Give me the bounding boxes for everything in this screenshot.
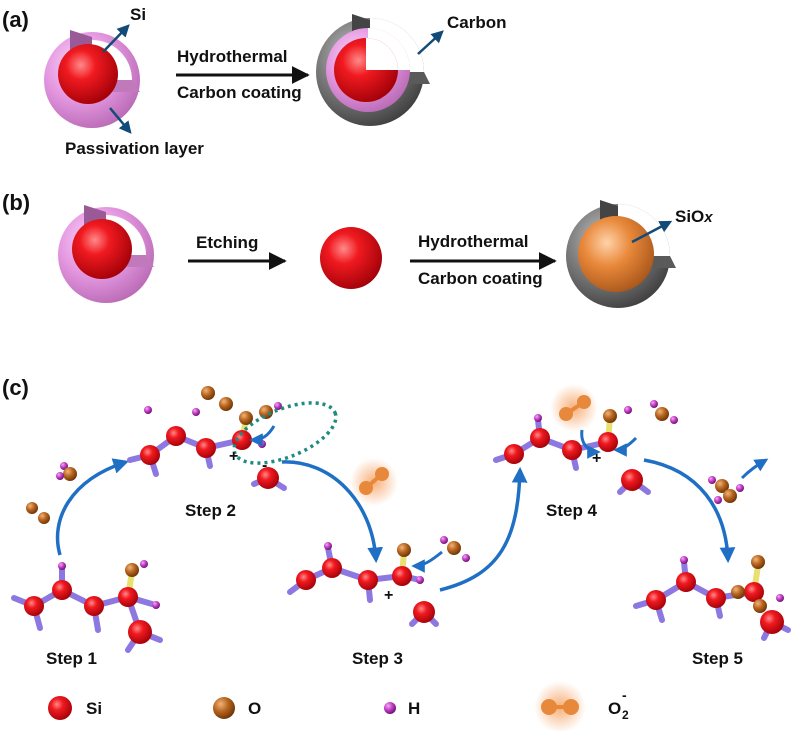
arrow-step3-to-step4 bbox=[439, 466, 528, 592]
process-line2-a: Carbon coating bbox=[177, 83, 302, 102]
legend-item-o: O bbox=[213, 697, 261, 719]
arrow-step2-to-step3 bbox=[281, 460, 384, 564]
molecule-step2 bbox=[127, 386, 287, 491]
step-label-1: Step 1 bbox=[46, 649, 97, 668]
legend-label-superoxide: O bbox=[608, 699, 621, 718]
o-atom-icon bbox=[213, 697, 235, 719]
h-atom-icon bbox=[384, 702, 396, 714]
panel-label-b: (b) bbox=[2, 190, 30, 215]
panel-label-a: (a) bbox=[2, 7, 29, 32]
carbon-pointer-arrow bbox=[417, 30, 444, 55]
superoxide-icon bbox=[534, 681, 586, 731]
attack-arrow-step2 bbox=[249, 425, 276, 447]
charge-plus-step2: + bbox=[229, 448, 238, 465]
passivation-layer-label: Passivation layer bbox=[65, 139, 204, 158]
process-line1-a: Hydrothermal bbox=[177, 47, 288, 66]
carbon-coated-si-particle bbox=[316, 14, 430, 126]
charge-plus-step3: + bbox=[384, 587, 393, 604]
si-atom-icon bbox=[48, 696, 72, 720]
passivated-si-particle-a bbox=[44, 30, 140, 128]
release-arrow bbox=[740, 458, 769, 480]
legend-item-h: H bbox=[384, 699, 420, 718]
arrow-step4-to-step5 bbox=[643, 458, 736, 564]
attack-arrow-step3 bbox=[411, 550, 443, 573]
siox-pointer-arrow bbox=[631, 220, 673, 244]
legend-label-h: H bbox=[408, 699, 420, 718]
passivated-si-particle-b bbox=[58, 205, 154, 303]
o2-species-1 bbox=[26, 502, 50, 524]
charge-minus-step2: - bbox=[262, 457, 267, 474]
molecule-step1 bbox=[11, 560, 163, 653]
si-label: Si bbox=[130, 5, 146, 24]
passivation-pointer-arrow bbox=[109, 107, 132, 134]
bare-si-particle bbox=[320, 227, 382, 289]
attack-arrow-step4-b bbox=[613, 436, 638, 457]
step-label-3: Step 3 bbox=[352, 649, 403, 668]
etching-label: Etching bbox=[196, 233, 258, 252]
superoxide-species-2 bbox=[550, 384, 598, 432]
carbon-label: Carbon bbox=[447, 13, 507, 32]
legend-item-si: Si bbox=[48, 696, 102, 720]
panel-label-c: (c) bbox=[2, 375, 29, 400]
si-pointer-arrow bbox=[102, 24, 130, 53]
molecule-step5 bbox=[633, 555, 791, 641]
step-label-2: Step 2 bbox=[185, 501, 236, 520]
attack-arrow-step4-a bbox=[580, 429, 601, 459]
oh-species-1 bbox=[56, 462, 77, 481]
step-label-4: Step 4 bbox=[546, 501, 598, 520]
legend: Si O H O - 2 bbox=[48, 681, 629, 731]
oh-species-released bbox=[708, 476, 744, 504]
arrow-step1-to-step2 bbox=[55, 458, 129, 556]
dashed-highlight-ellipse bbox=[232, 401, 338, 465]
superoxide-species-1 bbox=[350, 458, 398, 506]
step-label-5: Step 5 bbox=[692, 649, 743, 668]
charge-plus-step4: + bbox=[592, 450, 601, 467]
legend-label-si: Si bbox=[86, 699, 102, 718]
legend-subscript-superoxide: 2 bbox=[622, 708, 629, 722]
siox-label: SiOx bbox=[675, 207, 713, 226]
legend-item-superoxide: O - 2 bbox=[534, 681, 629, 731]
molecule-step3 bbox=[287, 536, 470, 627]
process-line2-b: Carbon coating bbox=[418, 269, 543, 288]
legend-label-o: O bbox=[248, 699, 261, 718]
process-line1-b: Hydrothermal bbox=[418, 232, 529, 251]
carbon-coated-siox-particle bbox=[566, 200, 676, 308]
molecule-step4 bbox=[493, 400, 678, 495]
legend-superscript-superoxide: - bbox=[622, 687, 627, 703]
